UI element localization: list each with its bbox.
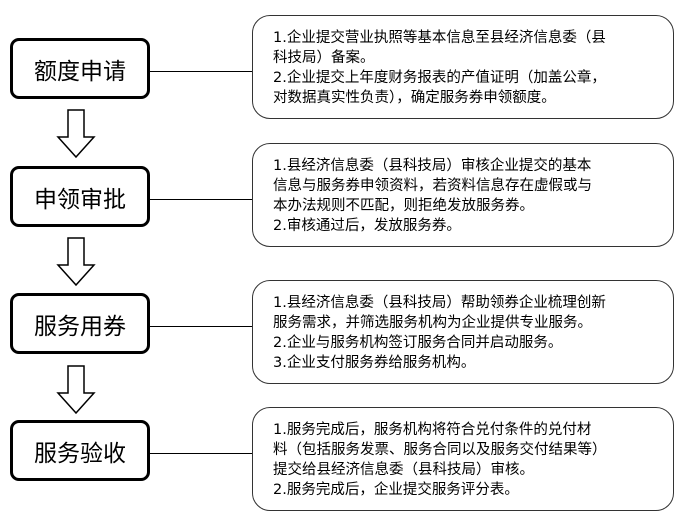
step-voucher-use: 服务用券: [10, 293, 150, 354]
description-line: 本办法规则不匹配，则拒绝发放服务券。: [273, 198, 534, 214]
step-quota-application: 额度申请: [10, 38, 150, 99]
step-description: 1.企业提交营业执照等基本信息至县经济信息委（县 科技局）备案。 2.企业提交上…: [252, 15, 674, 119]
step-description: 1.县经济信息委（县科技局）帮助领券企业梳理创新 服务需求，并筛选服务机构为企业…: [252, 280, 674, 384]
description-line: 信息与服务券申领资料，若资料信息存在虚假或与: [273, 178, 592, 194]
description-line: 2.审核通过后，发放服务券。: [273, 218, 461, 234]
description-line: 提交给县经济信息委（县科技局）审核。: [273, 462, 534, 478]
step-acceptance: 服务验收: [10, 420, 150, 481]
down-arrow-icon: [56, 237, 96, 287]
description-line: 2.企业与服务机构签订服务合同并启动服务。: [273, 335, 563, 351]
description-line: 料（包括服务发票、服务合同以及服务交付结果等）: [273, 442, 607, 458]
description-line: 1.企业提交营业执照等基本信息至县经济信息委（县: [273, 30, 606, 46]
connector-line: [150, 326, 252, 327]
description-line: 1.县经济信息委（县科技局）审核企业提交的基本: [273, 158, 592, 174]
description-line: 1.县经济信息委（县科技局）帮助领券企业梳理创新: [273, 295, 606, 311]
description-line: 3.企业支付服务券给服务机构。: [273, 355, 476, 371]
connector-line: [150, 453, 252, 454]
step-approval: 申领审批: [10, 166, 150, 227]
down-arrow-icon: [56, 365, 96, 415]
description-line: 2.服务完成后，企业提交服务评分表。: [273, 482, 519, 498]
description-line: 1.服务完成后，服务机构将符合兑付条件的兑付材: [273, 422, 592, 438]
connector-line: [150, 71, 252, 72]
down-arrow-icon: [56, 109, 96, 159]
connector-line: [150, 199, 252, 200]
description-line: 科技局）备案。: [273, 50, 375, 66]
step-description: 1.县经济信息委（县科技局）审核企业提交的基本 信息与服务券申领资料，若资料信息…: [252, 143, 674, 247]
step-description: 1.服务完成后，服务机构将符合兑付条件的兑付材 料（包括服务发票、服务合同以及服…: [252, 407, 674, 511]
description-line: 2.企业提交上年度财务报表的产值证明（加盖公章，: [273, 70, 606, 86]
description-line: 服务需求，并筛选服务机构为企业提供专业服务。: [273, 315, 592, 331]
description-line: 对数据真实性负责），确定服务券申领额度。: [273, 90, 556, 106]
